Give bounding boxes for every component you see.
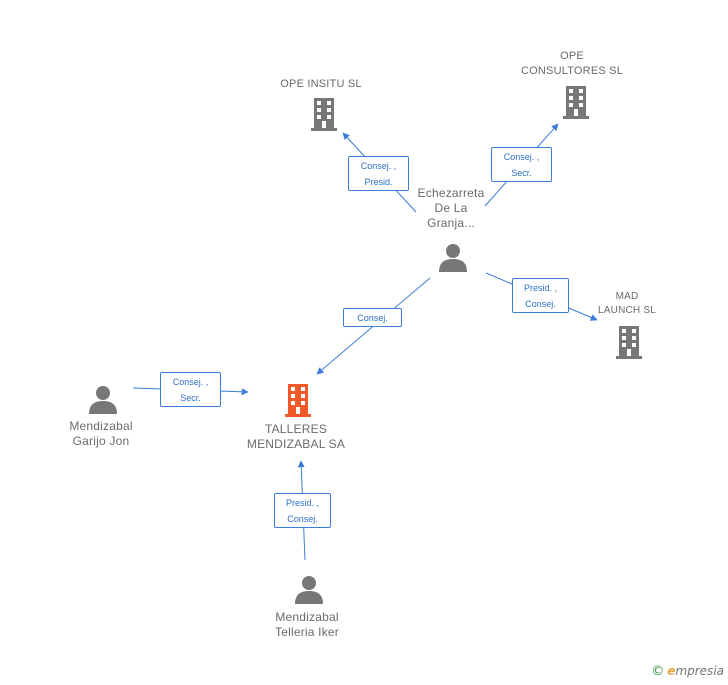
relation-line: Secr. [180, 393, 201, 403]
node-ope-consultores-label[interactable]: OPE CONSULTORES SL [521, 49, 623, 79]
relation-badge-ope-consultores[interactable]: Consej. , Secr. [491, 147, 552, 182]
node-mendizabal-garijo-label[interactable]: Mendizabal Garijo Jon [69, 419, 132, 449]
person-icon[interactable] [88, 384, 118, 414]
brand-initial: e [667, 664, 676, 678]
relation-line: Presid. [364, 177, 393, 187]
relation-line: Consej. , [503, 152, 540, 162]
node-label-line: MENDIZABAL SA [246, 437, 346, 451]
relation-badge-mad-launch[interactable]: Presid. , Consej. [512, 278, 569, 313]
relation-line: Consej. [287, 514, 318, 524]
relation-line: Consej. [357, 313, 388, 323]
node-label-line: Mendizabal [275, 610, 339, 624]
focus-building-icon[interactable] [282, 383, 314, 417]
relation-line: Secr. [511, 168, 532, 178]
node-label-line: Garijo Jon [72, 434, 130, 448]
relation-badge-telleria[interactable]: Presid. , Consej. [274, 493, 331, 528]
node-talleres-label[interactable]: TALLERES MENDIZABAL SA [247, 422, 345, 452]
node-label-line: LAUNCH SL [598, 305, 656, 316]
node-label-line: Granja... [427, 216, 475, 230]
node-label-line: OPE INSITU SL [280, 78, 362, 90]
relation-badge-ope-insitu[interactable]: Consej. , Presid. [348, 156, 409, 191]
building-icon[interactable] [613, 325, 645, 359]
relation-line: Presid. , [285, 498, 319, 508]
building-icon[interactable] [308, 97, 340, 131]
node-label-line: De La [434, 201, 468, 215]
node-label-line: CONSULTORES SL [520, 65, 624, 77]
node-label-line: TALLERES [264, 422, 328, 436]
node-label-line: OPE [560, 50, 584, 62]
relation-line: Consej. [525, 299, 556, 309]
relation-badge-talleres[interactable]: Consej. [343, 308, 402, 327]
node-label-line: MAD [615, 291, 639, 302]
copyright-icon: © [651, 664, 665, 679]
node-mad-launch-label[interactable]: MAD LAUNCH SL [598, 290, 656, 318]
relation-line: Consej. , [360, 161, 397, 171]
brand-logo: empresia [667, 664, 724, 678]
person-icon[interactable] [294, 574, 324, 604]
node-echezarreta-label[interactable]: Echezarreta De La Granja... [418, 186, 485, 231]
copyright-brand: ©empresia [651, 664, 724, 679]
node-label-line: Echezarreta [417, 186, 485, 200]
relation-line: Presid. , [523, 283, 557, 293]
relation-badge-garijo[interactable]: Consej. , Secr. [160, 372, 221, 407]
node-label-line: Telleria Iker [275, 625, 339, 639]
node-label-line: Mendizabal [69, 419, 133, 433]
node-ope-insitu-label[interactable]: OPE INSITU SL [280, 77, 361, 91]
node-mendizabal-telleria-label[interactable]: Mendizabal Telleria Iker [275, 610, 339, 640]
building-icon[interactable] [560, 85, 592, 119]
relation-line: Consej. , [172, 377, 209, 387]
brand-name: mpresia [675, 664, 724, 678]
person-icon[interactable] [438, 242, 468, 272]
